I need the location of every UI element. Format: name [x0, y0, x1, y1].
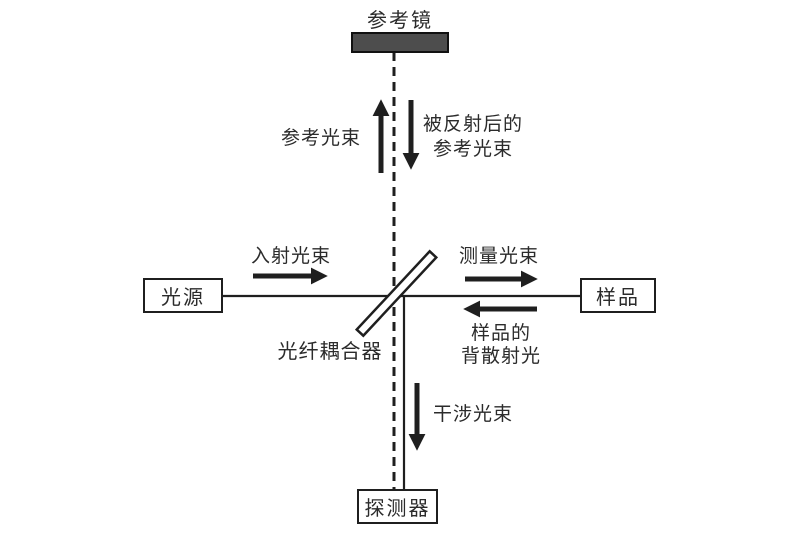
interference-beam-label: 干涉光束: [433, 404, 514, 425]
beam-splitter-shape: [354, 249, 439, 338]
detector-box: 探测器: [357, 489, 438, 524]
light-source-box: 光源: [143, 278, 223, 313]
reflected-reference-beam-label: 被反射后的 参考光束: [422, 114, 523, 160]
measurement-beam-label: 测量光束: [458, 246, 539, 267]
backscattered-light-label: 样品的 背散射光: [460, 323, 541, 367]
reference-mirror-label: 参考镜: [367, 10, 433, 32]
reference-mirror-shape: [351, 32, 449, 53]
reference-beam-label: 参考光束: [281, 128, 362, 149]
sample-box: 样品: [580, 278, 656, 313]
fiber-coupler-label: 光纤耦合器: [277, 341, 383, 363]
incident-beam-label: 入射光束: [251, 246, 332, 267]
